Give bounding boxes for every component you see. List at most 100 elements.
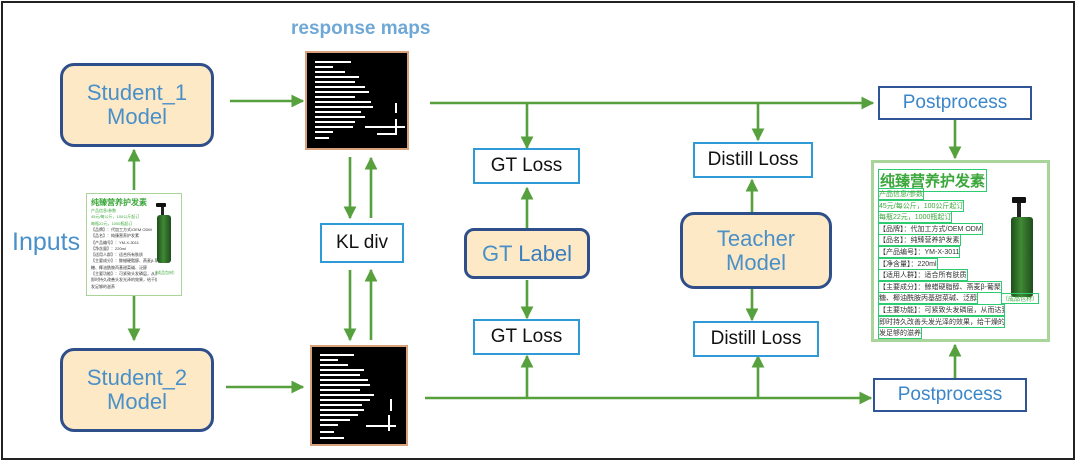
teacher-model: Teacher Model [680, 212, 832, 289]
response-bar [315, 106, 373, 108]
response-bar [390, 399, 392, 411]
student2-model: Student_2 Model [60, 348, 214, 432]
response-bar [320, 414, 358, 416]
response-bar [320, 374, 360, 376]
product-big-line: 【品牌】：代加工方式/OEM ODM [878, 222, 983, 235]
product-big-line: 【主要功能】：可紧致头发磷层，从而达到 [878, 304, 1005, 316]
product-small-line: 糖、椰油酰胺丙基甜菜碱、泛醇 [91, 264, 147, 270]
response-bar [320, 359, 338, 361]
response-bar [320, 404, 362, 406]
response-bar [315, 71, 345, 73]
product-big-line: 即时持久改善头发光泽的效果，给干燥的头 [878, 315, 1005, 328]
response-bar [315, 137, 329, 139]
gt-loss-bottom-box: GT Loss [473, 319, 580, 355]
student2-model-line1: Student_2 [86, 365, 188, 391]
response-bar [315, 61, 351, 63]
distill-loss-top-box: Distill Loss [693, 142, 813, 178]
bottle-icon-big [1011, 217, 1033, 297]
response-bar [320, 399, 370, 401]
response-bar [377, 133, 397, 135]
response-bar [315, 91, 369, 93]
response-bar [315, 81, 355, 83]
product-small-line: 产品信息/参数 [91, 208, 117, 213]
response-map-student1 [305, 51, 409, 150]
product-big-line: 【主要成分】：鲸蜡硬脂醇、燕麦β-葡聚 [878, 280, 1002, 293]
bottle-icon-small-neck [161, 206, 164, 215]
product-big-line: 每瓶22元，1000瓶起订 [877, 211, 953, 224]
gt-label-part1: GT [481, 240, 513, 266]
product-small-line: 【产品编号】：YM-X-3011 [91, 239, 139, 245]
gt-label-part2: Label [518, 240, 573, 266]
response-bar [315, 121, 355, 123]
response-bar [320, 431, 334, 433]
response-bar [315, 86, 365, 88]
product-small-line: 每瓶22元，1000瓶起订 [91, 220, 133, 226]
kl-div-box: KL div [320, 223, 404, 263]
response-bar [315, 131, 333, 133]
postprocess-top-box: Postprocess [878, 86, 1032, 120]
response-bar [320, 409, 364, 411]
bottle-icon-big-neck [1017, 203, 1021, 217]
product-small-line: 【主要成分】：鲸蜡硬脂醇、燕麦β-葡聚 [91, 258, 157, 264]
response-bar [365, 126, 405, 128]
product-big-badge: （成品包材） [1000, 293, 1040, 304]
response-bar [320, 384, 370, 386]
bottle-icon-small [157, 215, 171, 263]
product-big-line: 【净含量】：220ml [878, 257, 938, 270]
product-small-line: 45元/每公斤，100公斤起订 [91, 214, 140, 220]
response-bar [320, 394, 374, 396]
response-bar [315, 66, 333, 68]
response-maps-title: response maps [291, 18, 431, 39]
response-bar [320, 354, 354, 356]
product-small-line: 【品名】：纯臻营养护发素 [91, 233, 139, 239]
response-bar [320, 369, 364, 371]
product-small-badge: （成品包材） [153, 270, 177, 275]
bottle-icon-big-top [1012, 197, 1026, 203]
postprocess-bottom-box: Postprocess [873, 378, 1027, 412]
response-bar [320, 437, 344, 439]
product-small-title: 纯臻营养护发素 [91, 198, 147, 207]
response-bar [315, 111, 361, 113]
product-small-line: 【适用人群】：适合所有肤质 [91, 252, 143, 258]
gt-loss-top-box: GT Loss [473, 148, 580, 184]
response-map-student2 [310, 345, 408, 446]
product-big-line: 糖、椰油酰胺丙基甜菜碱、泛醇 [878, 292, 978, 305]
product-big-line: 45元/每公斤，100公斤起订 [877, 199, 965, 212]
response-bar [320, 379, 368, 381]
response-bar [388, 415, 390, 431]
response-bar [315, 76, 359, 78]
response-bar [366, 425, 396, 427]
gt-label-box: GT Label [464, 228, 590, 279]
response-bar [315, 116, 365, 118]
product-big-line: 发足够的滋养 [878, 327, 922, 339]
student1-model-line2: Model [107, 104, 167, 129]
response-bar [320, 389, 360, 391]
product-big-line: 产品信息/参数 [878, 188, 924, 200]
product-big-line: 【产品编号】：YM-X-3011 [877, 246, 961, 258]
product-small-line: 即时持久改善头发光泽的效果，给干燥的头 [91, 277, 157, 283]
inputs-label: Inputs [12, 228, 81, 256]
product-big-line: 【品名】：纯臻营养护发素 [878, 234, 961, 247]
student1-model-line1: Student_1 [86, 80, 188, 106]
product-small-line: 【主要功能】：可紧致头发磷层，从而达到 [91, 271, 157, 276]
response-bar [315, 101, 371, 103]
response-bar [320, 419, 350, 421]
distill-loss-bottom-box: Distill Loss [693, 321, 819, 357]
bottle-icon-small-top [156, 203, 166, 207]
product-big-line: 【适用人群】：适合所有肤质 [878, 269, 968, 282]
teacher-model-line2: Model [726, 249, 786, 275]
student1-model: Student_1 Model [60, 63, 214, 147]
student2-model-line2: Model [107, 389, 167, 414]
product-big-title: 纯臻营养护发素 [877, 169, 988, 192]
response-bar [315, 126, 353, 128]
response-bar [315, 96, 355, 98]
product-small-line: 发足够的滋养 [91, 283, 115, 289]
response-bar [395, 103, 397, 113]
teacher-model-line1: Teacher [716, 225, 796, 251]
product-small-line: 【品牌】：代加工方式/OEM ODM [91, 226, 152, 232]
product-small-line: 【净含量】：220ml [91, 245, 126, 251]
